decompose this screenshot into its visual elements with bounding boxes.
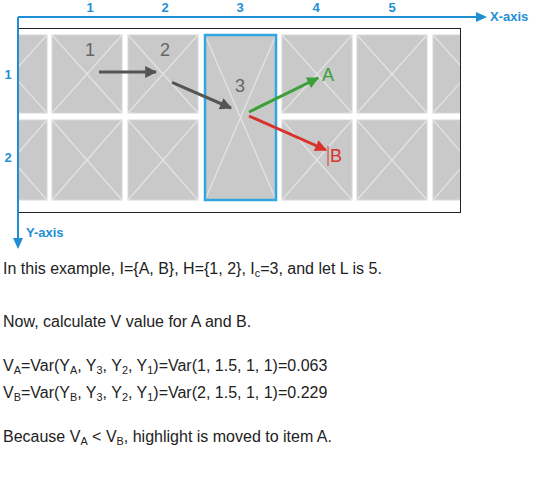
tile-number: 2 — [160, 40, 170, 61]
placeholder-cross — [52, 35, 122, 113]
text-run: , Y — [128, 384, 147, 401]
subscript: 2 — [122, 364, 128, 376]
axis-tick: 1 — [4, 68, 11, 83]
image-tile — [52, 35, 122, 113]
text-run: =Var(Y — [21, 357, 70, 374]
subscript: A — [70, 364, 77, 376]
axis-title: Y-axis — [26, 226, 64, 241]
image-tile — [357, 120, 427, 200]
placeholder-cross — [357, 35, 427, 113]
axis-tick: 3 — [236, 1, 243, 16]
y-axis-arrowhead — [13, 238, 23, 249]
placeholder-cross — [128, 35, 198, 113]
screen-frame — [19, 29, 461, 213]
subscript: B — [117, 435, 124, 447]
flow-arrow — [249, 78, 318, 112]
placeholder-cross — [128, 120, 198, 200]
tile-number: B — [330, 146, 342, 167]
text-run: )=Var(2, 1.5, 1, 1)=0.229 — [153, 384, 327, 401]
placeholder-cross — [19, 120, 47, 200]
focus-highlight — [205, 35, 276, 200]
axis-tick: 4 — [312, 1, 319, 16]
text-run: =3, and let L is 5. — [260, 260, 382, 277]
axis-tick: 5 — [388, 1, 395, 16]
text-run: , Y — [77, 357, 96, 374]
text-run: Now, calculate V value for A and B. — [3, 313, 251, 330]
flow-arrow — [172, 82, 231, 108]
text-run: V — [3, 357, 14, 374]
axis-title: X-axis — [490, 10, 528, 25]
tile-label: A — [318, 63, 338, 90]
conclusion-text: Because VA < VB, highlight is moved to i… — [3, 428, 332, 446]
text-run: , Y — [103, 357, 122, 374]
subscript: A — [80, 435, 87, 447]
formula-text: VB=Var(YB, Y3, Y2, Y1)=Var(2, 1.5, 1, 1)… — [3, 384, 327, 402]
text-run: Because V — [3, 428, 80, 445]
placeholder-cross — [205, 35, 276, 200]
text-cursor — [328, 146, 329, 166]
image-tile — [19, 35, 47, 113]
image-tile — [357, 35, 427, 113]
subscript: B — [70, 391, 77, 403]
explanation-text: In this example, I={A, B}, H={1, 2}, Ic=… — [3, 260, 382, 278]
image-tile — [433, 120, 460, 200]
placeholder-cross — [52, 120, 122, 200]
flow-arrow — [249, 116, 326, 150]
text-run: , Y — [103, 384, 122, 401]
subscript: c — [255, 267, 260, 279]
image-tile — [205, 35, 276, 200]
text-run: )=Var(1, 1.5, 1, 1)=0.063 — [153, 357, 327, 374]
image-tile — [282, 120, 352, 200]
tile-number: 1 — [85, 40, 95, 61]
placeholder-cross — [357, 120, 427, 200]
subscript: A — [14, 364, 21, 376]
x-axis-arrowhead — [476, 12, 487, 22]
text-run: =Var(Y — [21, 384, 70, 401]
subscript: 3 — [97, 364, 103, 376]
subscript: 2 — [122, 391, 128, 403]
image-tile — [128, 35, 198, 113]
explanation-text: Now, calculate V value for A and B. — [3, 313, 251, 331]
subscript: 1 — [147, 391, 153, 403]
formula-text: VA=Var(YA, Y3, Y2, Y1)=Var(1, 1.5, 1, 1)… — [3, 357, 327, 375]
placeholder-cross — [19, 35, 47, 113]
axis-tick: 2 — [161, 1, 168, 16]
x-axis-line — [18, 16, 478, 18]
tile-number: 3 — [235, 76, 245, 97]
subscript: 3 — [97, 391, 103, 403]
text-run: < V — [88, 428, 117, 445]
image-tile — [282, 35, 352, 113]
text-run: , Y — [77, 384, 96, 401]
tile-grid — [19, 35, 460, 200]
tile-label: 3 — [231, 74, 249, 119]
flow-arrow — [99, 71, 156, 74]
image-tile — [128, 120, 198, 200]
axis-tick: 2 — [4, 151, 11, 166]
text-run: , highlight is moved to item A. — [124, 428, 332, 445]
placeholder-cross — [433, 35, 460, 113]
placeholder-cross — [282, 120, 352, 200]
tile-label: 1 — [81, 38, 99, 83]
text-run: V — [3, 384, 14, 401]
subscript: 1 — [147, 364, 153, 376]
text-run: In this example, I={A, B}, H={1, 2}, I — [3, 260, 255, 277]
tile-number: A — [322, 65, 334, 86]
image-tile — [433, 35, 460, 113]
tile-label: B — [326, 144, 346, 171]
image-tile — [19, 120, 47, 200]
subscript: B — [14, 391, 21, 403]
axis-tick: 1 — [86, 1, 93, 16]
placeholder-cross — [282, 35, 352, 113]
placeholder-cross — [433, 120, 460, 200]
tile-label: 2 — [156, 38, 174, 83]
y-axis-line — [17, 17, 19, 240]
image-tile — [52, 120, 122, 200]
text-run: , Y — [128, 357, 147, 374]
